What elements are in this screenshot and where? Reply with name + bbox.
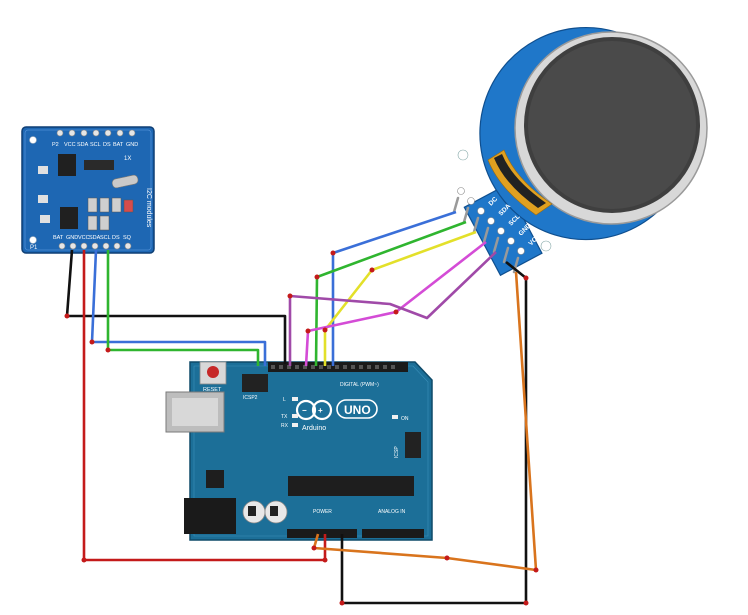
arduino-logo: − + <box>295 399 333 421</box>
component <box>38 166 48 174</box>
rtc-pin-label: BAT <box>113 142 124 148</box>
rtc-code-label: 1X <box>124 156 131 162</box>
wire-yellow-display-dc <box>323 230 477 366</box>
led-on <box>392 415 398 419</box>
led-l <box>292 397 298 401</box>
mount-hole <box>29 236 37 244</box>
rtc-pin-label: SCL <box>90 142 101 148</box>
led-rx <box>292 423 298 427</box>
analog-label: ANALOG IN <box>378 509 406 515</box>
digital-header-pins <box>271 365 395 369</box>
rtc-pin-label: SQ <box>123 235 132 241</box>
component <box>87 215 98 231</box>
mount-hole <box>457 149 469 161</box>
component <box>38 195 48 203</box>
power-label: POWER <box>313 509 332 515</box>
display-pin-label: RST <box>466 173 480 187</box>
component <box>123 199 134 213</box>
rtc-bottom-labels: BAT GND VCC SDA SCL DS SQ <box>53 235 132 241</box>
wire-purple-display-scl <box>288 251 497 366</box>
usb-connector-inner <box>172 398 218 426</box>
component <box>99 215 110 231</box>
on-label: ON <box>401 416 409 422</box>
wire-black-rtc-gnd <box>65 249 287 364</box>
rtc-top-pins <box>56 129 136 137</box>
ic-small <box>84 160 114 170</box>
mount-hole <box>29 136 37 144</box>
atmega-chip <box>288 476 414 496</box>
rtc-pin-label: GND <box>66 235 78 241</box>
rtc-pin-label: VCC <box>64 142 76 148</box>
reset-label: RESET <box>203 387 222 393</box>
wire-blue-rtc-sda <box>90 249 267 366</box>
icsp-header <box>405 432 421 458</box>
crystal <box>111 174 139 189</box>
led-rx-label: RX <box>281 423 289 429</box>
wire-green-rtc-scl <box>106 250 260 366</box>
rtc-module: I2C modules P1 1X P2 VCC SDA SCL DS BAT … <box>21 126 155 254</box>
eeprom-chip <box>60 207 78 229</box>
rtc-top-labels: P2 VCC SDA SCL DS BAT GND <box>52 142 138 148</box>
power-jack <box>184 498 236 534</box>
icsp2-label: ICSP2 <box>243 395 258 401</box>
icsp2-header <box>242 374 268 392</box>
reset-button-cap[interactable] <box>207 366 219 378</box>
led-tx-label: TX <box>281 414 288 420</box>
component <box>40 215 50 223</box>
wire-junctions <box>64 250 539 606</box>
rtc-pin-label: SDA <box>77 142 89 148</box>
wire-blue-display-rst <box>331 210 457 366</box>
power-header <box>287 529 357 538</box>
wire-red-rtc-vcc <box>82 250 327 562</box>
rtc-pin-label: P2 <box>52 142 59 148</box>
led-l-label: L <box>283 397 286 403</box>
digital-label: DIGITAL (PWM~) <box>340 382 379 388</box>
uno-badge <box>336 399 378 419</box>
flex-connector <box>494 154 546 208</box>
round-display-module: RST CS DC SDA SCL GND VCC <box>452 26 708 277</box>
rtc-pin-label: GND <box>126 142 138 148</box>
arduino-brand: Arduino <box>302 425 326 432</box>
rtc-pin-label: SCL <box>100 235 111 241</box>
rtc-pin-label: DS <box>112 235 120 241</box>
icsp-label: ICSP <box>394 446 400 458</box>
display-pin-label: DC <box>487 196 499 208</box>
svg-text:−: − <box>302 406 307 415</box>
led-tx <box>292 414 298 418</box>
analog-header <box>362 529 424 538</box>
rtc-bottom-pins <box>58 242 132 250</box>
rtc-pin-label: SDA <box>89 235 101 241</box>
wire-magenta-display-sda <box>304 240 487 367</box>
display-pin-label: CS <box>477 186 489 198</box>
rtc-pin-label: VCC <box>78 235 90 241</box>
arduino-uno-board: RESET ICSP2 DIGITAL (PWM~) − + UNO Ardui… <box>165 361 433 541</box>
component <box>99 197 110 213</box>
uno-label: UNO <box>344 403 371 417</box>
svg-text:+: + <box>318 406 323 415</box>
display-glass <box>528 41 696 209</box>
mount-hole <box>540 240 552 252</box>
usb-chip <box>206 470 224 488</box>
rtc-side-label: P1 <box>30 245 38 251</box>
rtc-pin-label: BAT <box>53 235 64 241</box>
capacitor-mark <box>270 506 278 516</box>
capacitor-mark <box>248 506 256 516</box>
rtc-pin-label: DS <box>103 142 111 148</box>
display-pin-pads <box>457 187 525 255</box>
rtc-chip <box>58 154 76 176</box>
display-pin-header <box>452 196 520 274</box>
component <box>111 197 122 213</box>
component <box>87 197 98 213</box>
rtc-module-label: I2C modules <box>145 188 152 228</box>
